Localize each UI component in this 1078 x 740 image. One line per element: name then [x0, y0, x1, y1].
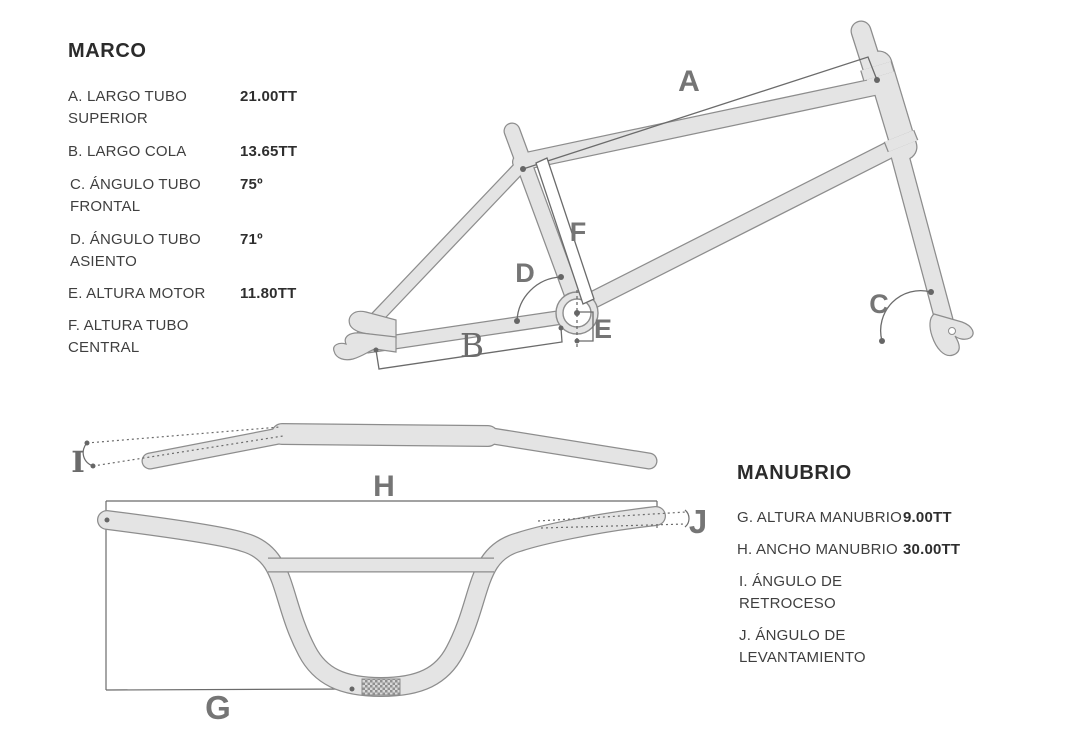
spec-label-b: B. LARGO COLA [68, 143, 187, 160]
spec-row-f: F. ALTURA TUBO CENTRAL [68, 315, 388, 359]
spec-value-c: 75º [240, 176, 263, 193]
head-tube-bottom-collar [884, 130, 918, 152]
rear-dropout-lower [333, 332, 397, 361]
fork-leg [890, 143, 953, 329]
spec-value-b: 13.65TT [240, 143, 298, 160]
dim-dot [84, 440, 90, 446]
dim-brace-J [684, 509, 690, 528]
dim-dot [514, 318, 520, 324]
frame-label-e: E [594, 314, 612, 344]
spec-value-a: 21.00TT [240, 88, 298, 105]
dim-dotted-I-upper [86, 426, 281, 444]
spec-row-d: D. ÁNGULO TUBO ASIENTO 71º [70, 229, 390, 273]
dim-dot [349, 686, 355, 692]
spec-label-g: G. ALTURA MANUBRIO [737, 509, 903, 526]
bar-front [98, 507, 665, 696]
spec-row-b: B. LARGO COLA 13.65TT [68, 141, 388, 163]
bar-center [272, 424, 498, 446]
dim-dot [879, 338, 885, 344]
spec-label-f: F. ALTURA TUBO CENTRAL [68, 317, 189, 356]
bar-label-i: I [71, 445, 85, 479]
clamp-knurl [361, 678, 401, 696]
bar-right-grip [478, 427, 657, 469]
down-tube [575, 138, 905, 313]
spec-row-j: J. ÁNGULO DE LEVANTAMIENTO [739, 625, 1059, 669]
dim-dotted-J-lower [540, 523, 687, 529]
handlebar-spec-panel: MANUBRIO [737, 462, 852, 485]
bar-label-j: J [689, 503, 707, 540]
spec-value-g: 9.00TT [903, 509, 952, 526]
spec-value-e: 11.80TT [240, 285, 297, 302]
head-tube [866, 51, 917, 160]
dim-dot [574, 338, 580, 344]
spec-label-i: I. ÁNGULO DE RETROCESO [739, 573, 843, 612]
frame-label-a: A [678, 65, 700, 98]
dim-bracket-F [535, 157, 595, 305]
handlebar-top-view: I H [71, 423, 658, 503]
dim-bracket-B [375, 327, 563, 370]
bar-label-g: G [205, 689, 231, 726]
spec-row-g: G. ALTURA MANUBRIO 9.00TT [737, 507, 1057, 529]
spec-label-h: H. ANCHO MANUBRIO [737, 541, 898, 558]
fork-dropout-hole [948, 327, 956, 335]
dim-dot [558, 274, 564, 280]
spec-value-h: 30.00TT [903, 541, 961, 558]
bar-label-h: H [373, 470, 395, 503]
spec-label-e: E. ALTURA MOTOR [68, 285, 206, 302]
spec-row-a: A. LARGO TUBO SUPERIOR 21.00TT [68, 86, 388, 130]
frame-label-b: B [460, 326, 484, 365]
bar-left-grip [142, 427, 292, 469]
head-tube-top-collar [861, 61, 894, 81]
handlebar-front-view: J G [97, 500, 707, 726]
dim-dot [373, 347, 379, 353]
spec-row-i: I. ÁNGULO DE RETROCESO [739, 571, 1059, 615]
dim-arc-I [82, 442, 94, 467]
spec-label-d: D. ÁNGULO TUBO ASIENTO [70, 231, 201, 270]
dim-dot [558, 325, 564, 331]
dim-dot [520, 166, 526, 172]
chainstay [361, 308, 584, 353]
spec-row-e: E. ALTURA MOTOR 11.80TT [68, 283, 388, 305]
dim-dot [90, 463, 96, 469]
spec-row-h: H. ANCHO MANUBRIO 30.00TT [737, 539, 1057, 561]
dim-dot [104, 517, 110, 523]
dim-dot [574, 310, 580, 316]
spec-label-c: C. ÁNGULO TUBO FRONTAL [70, 176, 201, 215]
spec-label-j: J. ÁNGULO DE LEVANTAMIENTO [739, 627, 866, 666]
dim-dot [928, 289, 934, 295]
frame-spec-panel: MARCO [68, 40, 147, 63]
spec-row-c: C. ÁNGULO TUBO FRONTAL 75º [70, 174, 390, 218]
frame-panel-title: MARCO [68, 40, 147, 62]
dim-line-A [522, 56, 878, 170]
dim-arc-C [879, 289, 932, 342]
frame-label-c: C [869, 289, 889, 319]
spec-label-a: A. LARGO TUBO SUPERIOR [68, 88, 188, 127]
frame-label-d: D [515, 258, 535, 288]
frame-label-f: F [570, 217, 587, 247]
dim-arc-D [516, 276, 562, 322]
bar-front-outline [97, 506, 666, 697]
dim-dot [874, 77, 880, 83]
dim-line-G-bottom [105, 688, 353, 691]
seatstay [358, 160, 527, 337]
top-tube [513, 77, 892, 170]
frame-diagram: A F D E C B [333, 20, 974, 370]
spec-value-d: 71º [240, 231, 263, 248]
dim-bracket-E [577, 311, 594, 342]
dim-dotted-I-lower [92, 435, 284, 467]
handlebar-panel-title: MANUBRIO [737, 462, 852, 484]
